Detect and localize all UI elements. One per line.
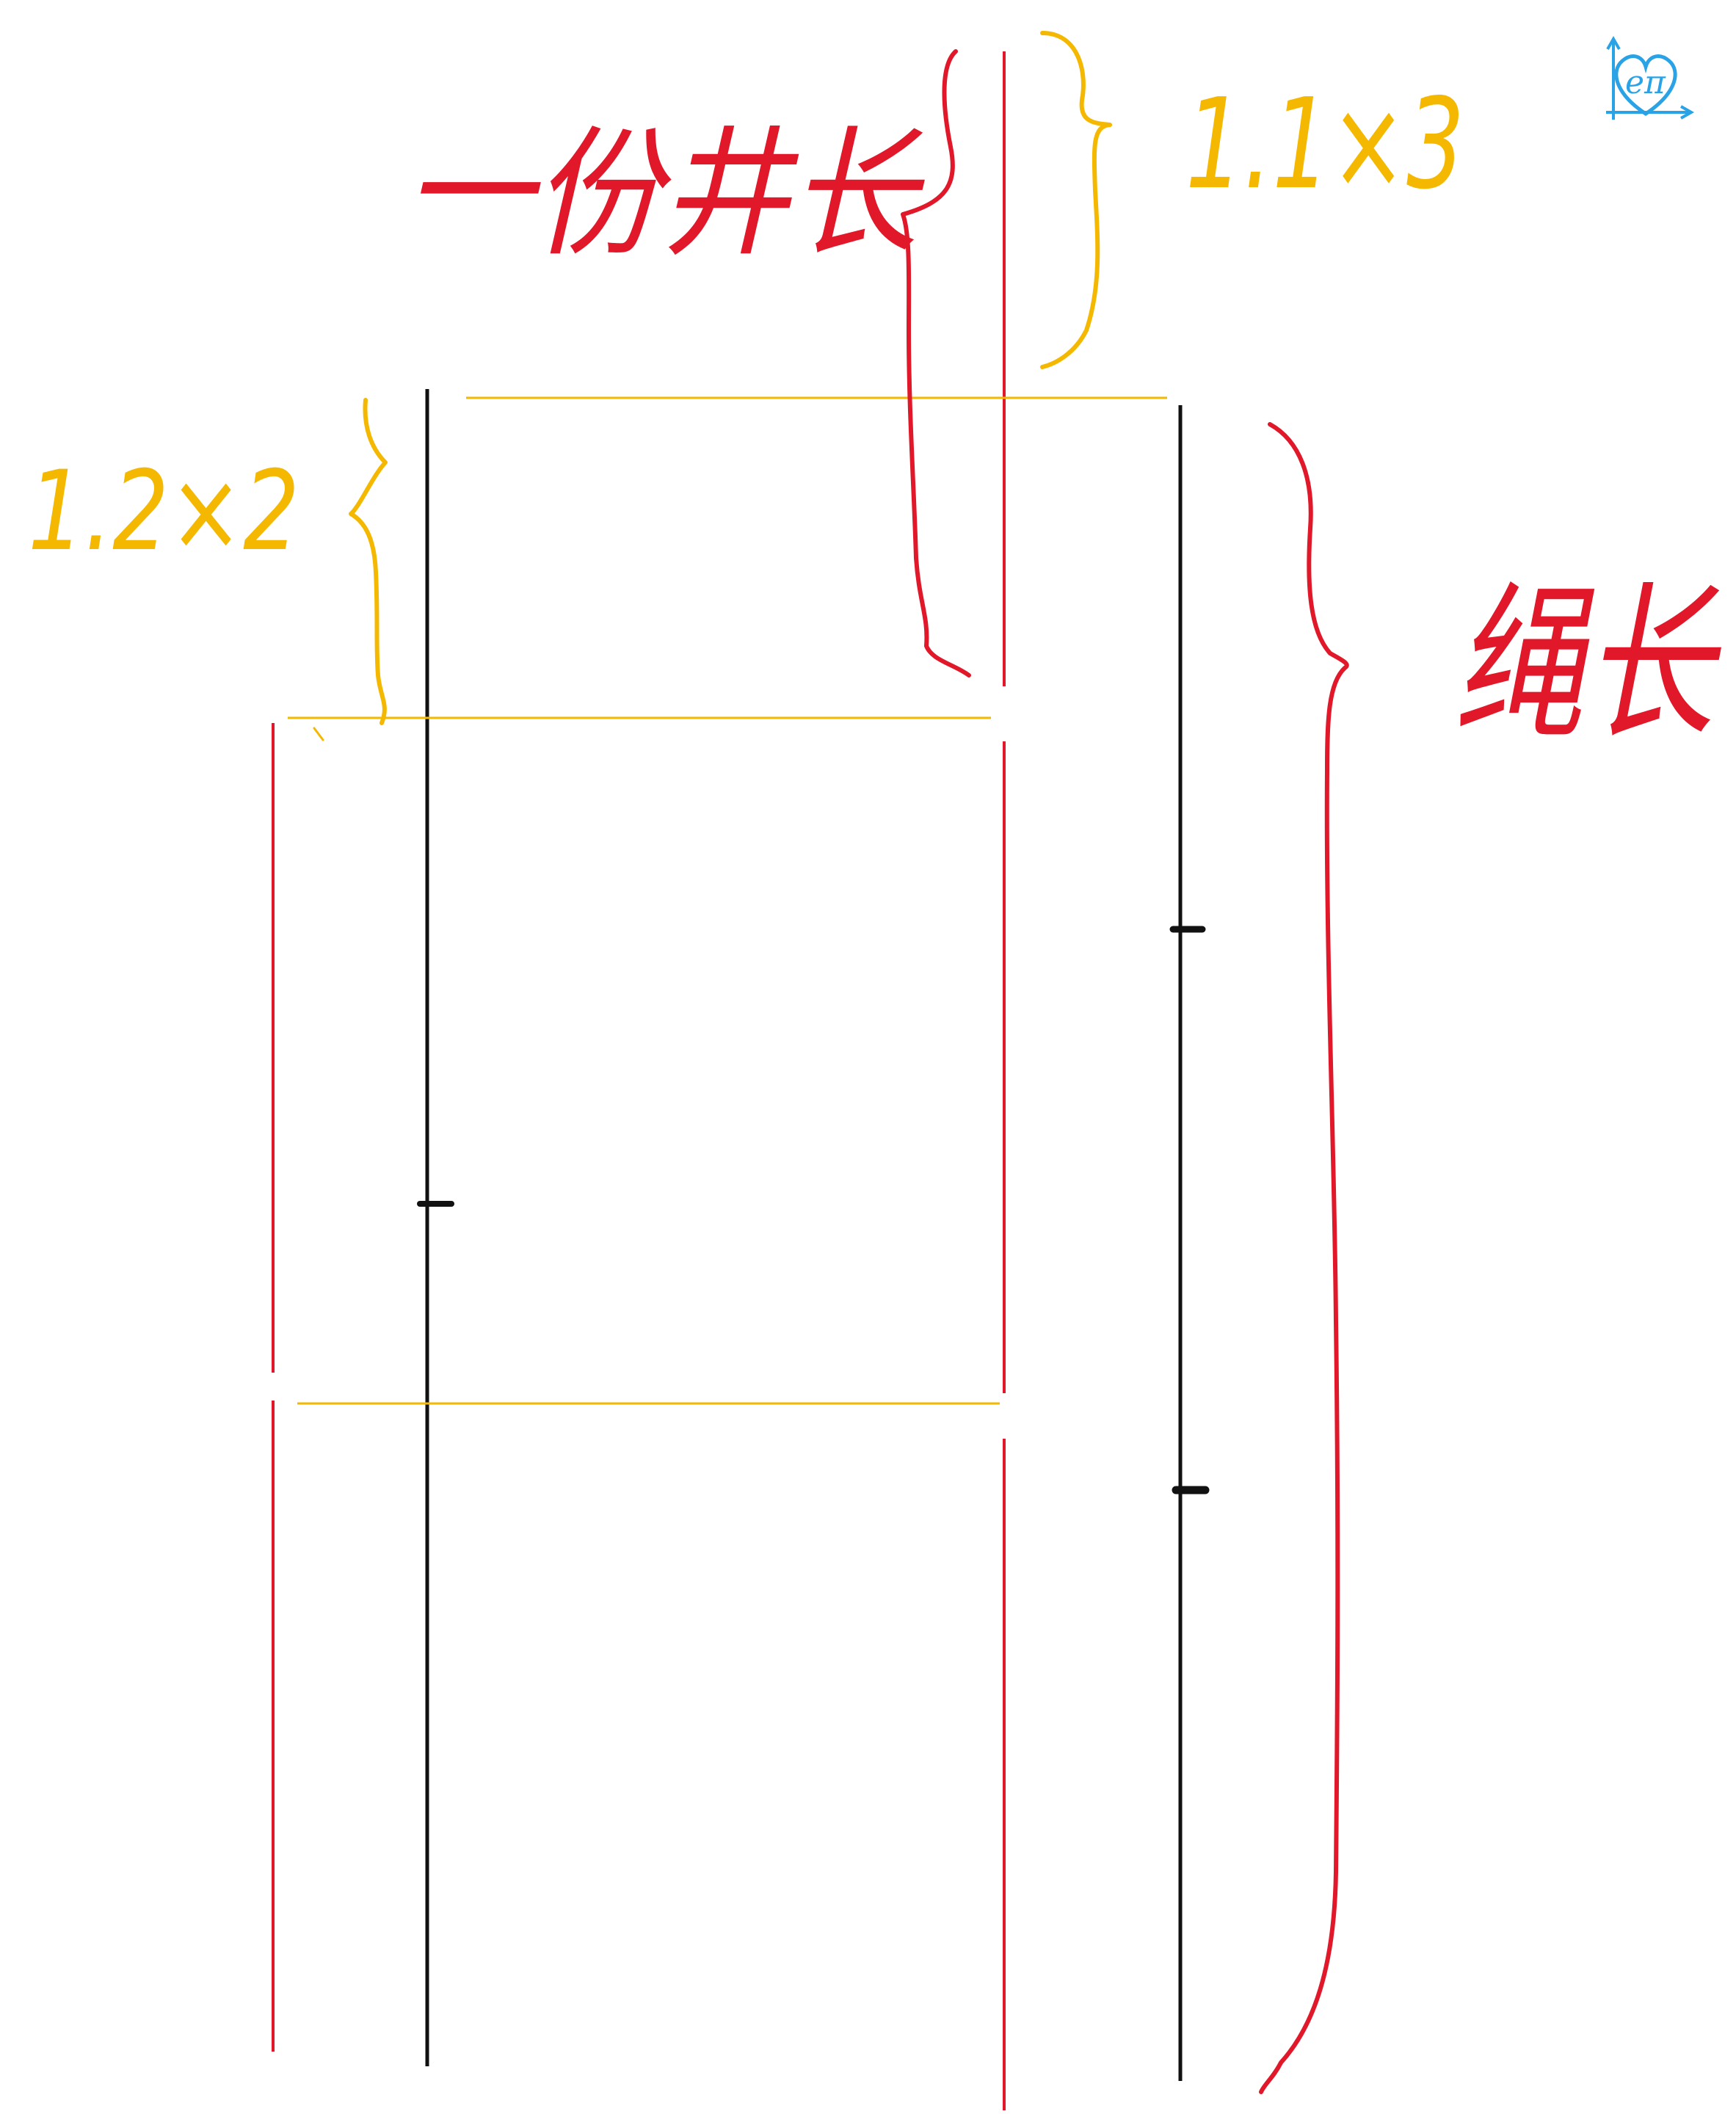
label-one-pole-length: 一份井长	[404, 113, 925, 275]
brace-three-times	[1040, 31, 1112, 369]
logo-text: eπ	[1625, 64, 1666, 101]
reference-tick	[313, 727, 324, 741]
brace-two-times	[349, 398, 388, 725]
rope-right-group	[1169, 405, 1210, 2081]
label-measure-three-times: 1.1×3	[1185, 72, 1464, 217]
heart-axes-logo-icon: eπ	[1606, 35, 1695, 120]
well-length-brace	[901, 49, 971, 678]
label-measure-two-times: 1.2×2	[28, 448, 299, 575]
rope-left-group	[417, 389, 454, 2066]
rope-length-brace	[1259, 422, 1349, 2094]
reference-lines	[288, 396, 1167, 1405]
label-rope-length: 绳长	[1453, 567, 1721, 763]
